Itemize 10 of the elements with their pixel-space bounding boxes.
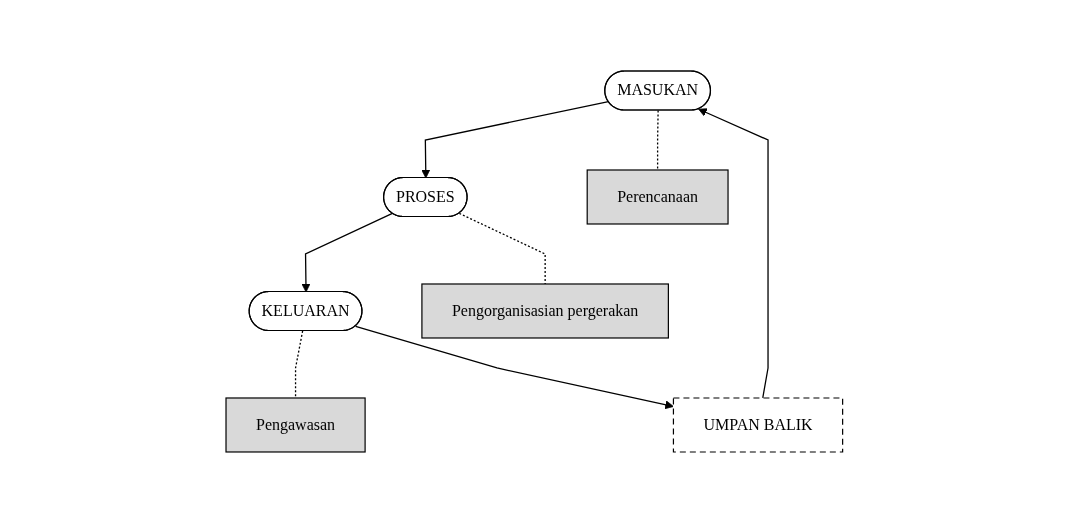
node-box: UMPAN BALIK (672, 397, 843, 453)
arrow (301, 212, 393, 293)
arrow (697, 108, 769, 399)
connector (294, 330, 303, 399)
node-box: Pengorganisasian pergerakan (421, 283, 669, 339)
node-box: Perencanaan (586, 169, 729, 225)
connector (656, 109, 659, 171)
arrow (421, 100, 609, 179)
node-box: Pengawasan (225, 397, 366, 453)
arrow (354, 325, 674, 410)
